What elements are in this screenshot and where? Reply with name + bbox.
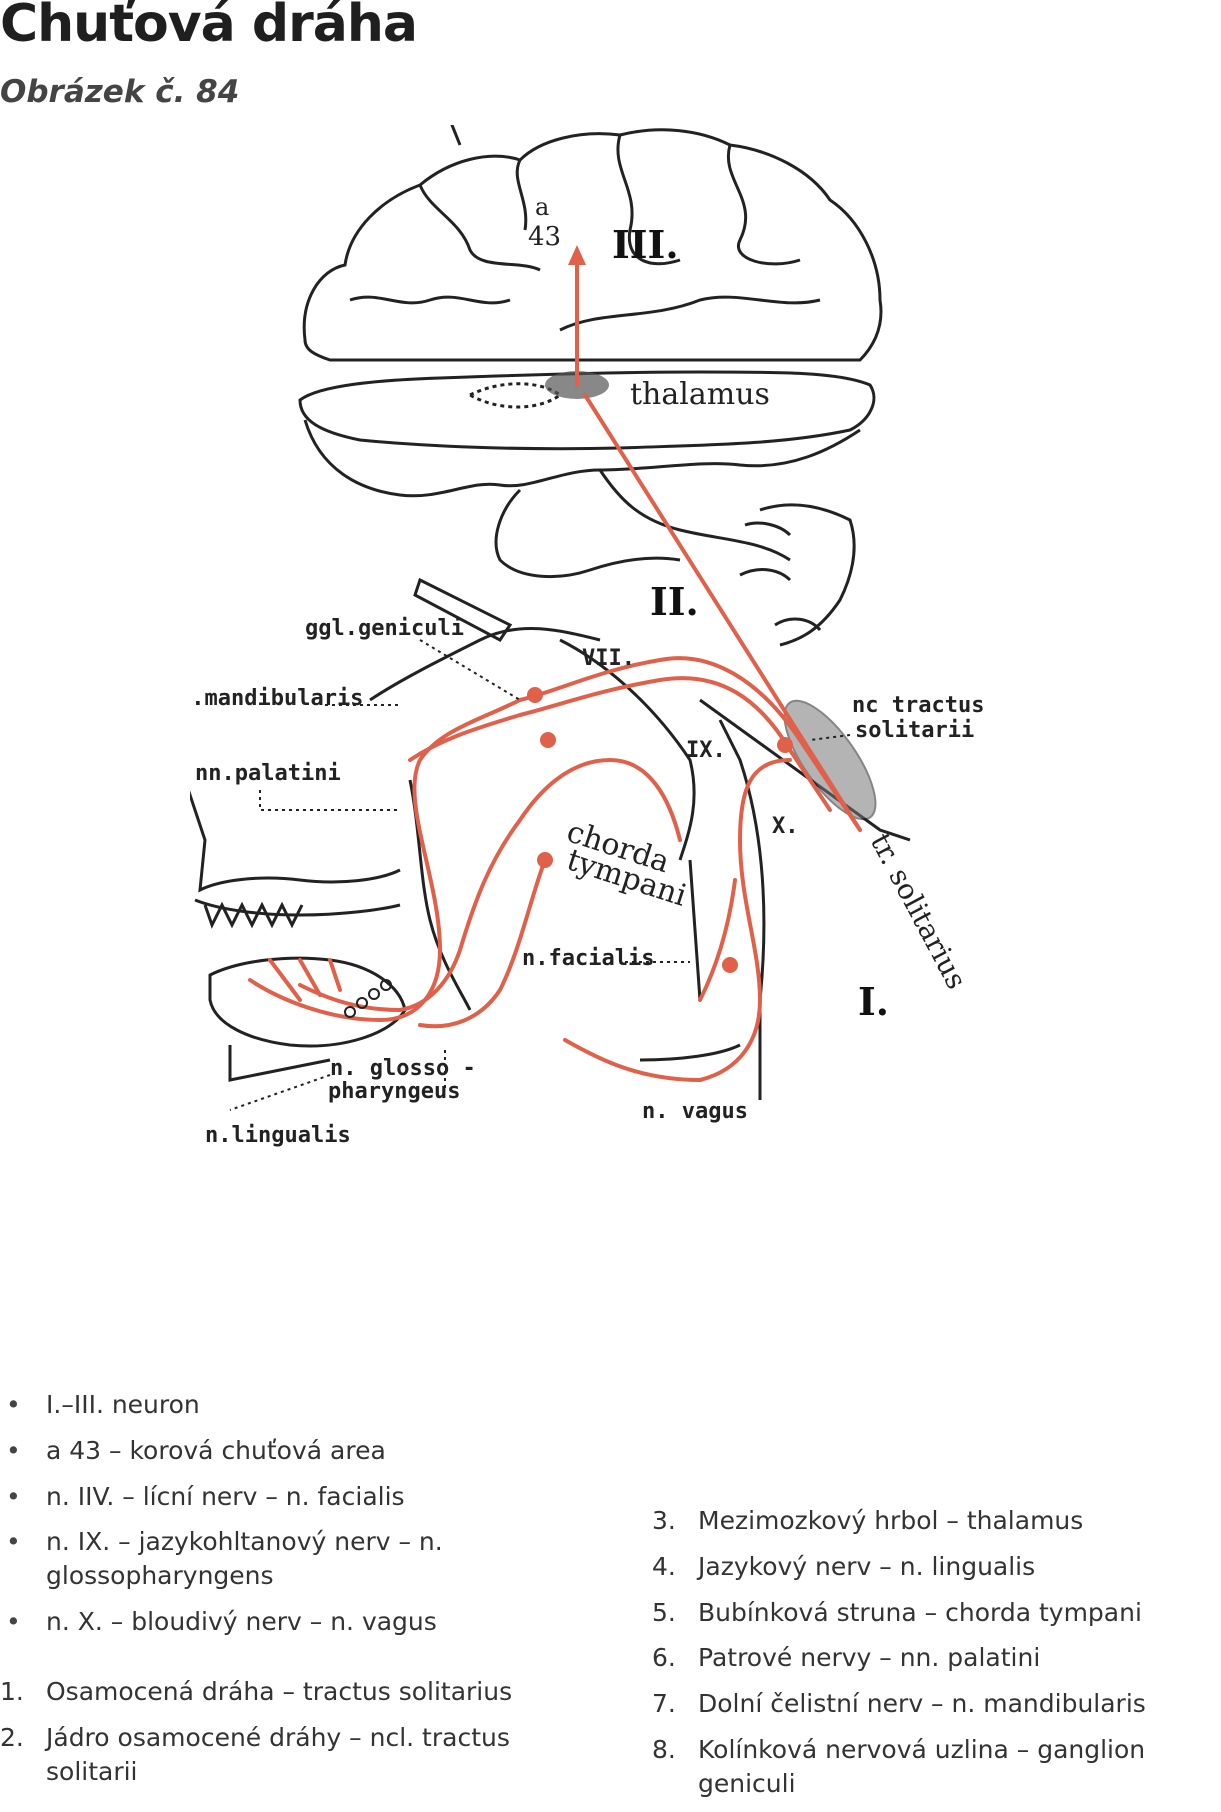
legend-numbered-item: 7. Dolní čelistní nerv – n. mandibularis	[652, 1687, 1221, 1721]
item-number: 6.	[652, 1643, 676, 1673]
item-text: Jádro osamocené dráhy – ncl. tractus sol…	[46, 1722, 510, 1786]
area-43-label: 43	[528, 222, 561, 252]
legend-numbered-item: 3. Mezimozkový hrbol – thalamus	[652, 1504, 1221, 1538]
n-facialis-label: n.facialis	[522, 946, 654, 971]
item-number: 5.	[652, 1597, 676, 1627]
legend-text: I.–III. neuron	[46, 1390, 200, 1419]
ggl-geniculi-label: ggl.geniculi	[305, 616, 464, 641]
legend-text: a 43 – korová chuťová area	[46, 1435, 386, 1465]
legend-item: a 43 – korová chuťová area	[0, 1434, 450, 1468]
item-number: 3.	[652, 1506, 676, 1535]
nc-tractus-label: nc tractus	[852, 693, 984, 718]
item-number: 2.	[0, 1722, 24, 1752]
thalamus-label: thalamus	[630, 377, 770, 412]
legend-text: n. X. – bloudivý nerv – n. vagus	[46, 1606, 437, 1636]
legend-numbered-item: 6. Patrové nervy – nn. palatini	[652, 1641, 1221, 1675]
vii-label: VII.	[582, 646, 635, 671]
n-glosso-label: n. glosso -	[330, 1056, 476, 1081]
nn-palatini-label: nn.palatini	[195, 761, 341, 786]
thalamus-section	[298, 370, 876, 498]
brainstem	[494, 469, 856, 647]
neuron-ii-label: II.	[650, 579, 699, 624]
neuron-iii-label: III.	[612, 222, 679, 267]
n-lingualis-label: n.lingualis	[205, 1123, 351, 1148]
leader-lines	[229, 639, 851, 1111]
cerebral-cortex	[302, 125, 883, 362]
legend-text: n. IIV. – lícní nerv – n. facialis	[46, 1481, 405, 1511]
neuron-i-label: I.	[858, 979, 889, 1024]
page-title: Chuťová dráha	[0, 0, 418, 54]
item-number: 1.	[0, 1677, 24, 1706]
x-label: X.	[772, 814, 799, 839]
item-text: Osamocená dráha – tractus solitarius	[46, 1677, 513, 1706]
item-text: Kolínková nervová uzlina – ganglion geni…	[698, 1734, 1146, 1798]
item-text: Jazykový nerv – n. lingualis	[698, 1551, 1036, 1581]
item-text: Mezimozkový hrbol – thalamus	[698, 1506, 1084, 1535]
legend-item: I.–III. neuron	[0, 1388, 450, 1422]
taste-buds	[344, 979, 392, 1018]
legend-item: n. IIV. – lícní nerv – n. facialis	[0, 1480, 450, 1514]
pharyngeus-label: pharyngeus	[328, 1079, 460, 1104]
legend-numbered-item: 2. Jádro osamocené dráhy – ncl. tractus s…	[0, 1721, 600, 1789]
item-number: 7.	[652, 1689, 676, 1718]
head-outline	[190, 577, 911, 1100]
legend-numbered-left: 1. Osamocená dráha – tractus solitarius 2…	[0, 1675, 600, 1800]
solitarii-label: solitarii	[855, 718, 974, 743]
taste-pathway	[248, 245, 862, 1083]
n-mandibularis-label: n.mandibularis	[190, 686, 363, 711]
item-number: 4.	[652, 1551, 676, 1581]
legend-numbered-right: 3. Mezimozkový hrbol – thalamus 4. Jazykov…	[652, 1504, 1221, 1812]
item-text: Bubínková struna – chorda tympani	[698, 1597, 1142, 1627]
area-a-label: a	[535, 193, 549, 221]
n-vagus-label: n. vagus	[642, 1099, 748, 1124]
tr-solitarius-label: tr. solitarius	[864, 828, 974, 995]
legend-bullets: I.–III. neuron a 43 – korová chuťová are…	[0, 1388, 450, 1651]
taste-pathway-diagram: a 43 III. thalamus II. ggl.geniculi VII.…	[190, 125, 984, 1148]
legend-numbered-item: 5. Bubínková struna – chorda tympani	[652, 1596, 1221, 1630]
item-text: Dolní čelistní nerv – n. mandibularis	[698, 1689, 1146, 1718]
legend-numbered-item: 4. Jazykový nerv – n. lingualis	[652, 1550, 1221, 1584]
legend-numbered-item: 1. Osamocená dráha – tractus solitarius	[0, 1675, 600, 1709]
legend-text: n. IX. – jazykohltanový nerv – n. glosso…	[46, 1527, 443, 1590]
figure-number: Obrázek č. 84	[0, 74, 240, 110]
legend-item: n. IX. – jazykohltanový nerv – n. glosso…	[0, 1525, 450, 1593]
legend-numbered-item: 8.Kolínková nervová uzlina – ganglion ge…	[652, 1733, 1221, 1801]
ix-label: IX.	[686, 738, 726, 763]
item-text: Patrové nervy – nn. palatini	[698, 1643, 1041, 1673]
legend-item: n. X. – bloudivý nerv – n. vagus	[0, 1605, 450, 1639]
